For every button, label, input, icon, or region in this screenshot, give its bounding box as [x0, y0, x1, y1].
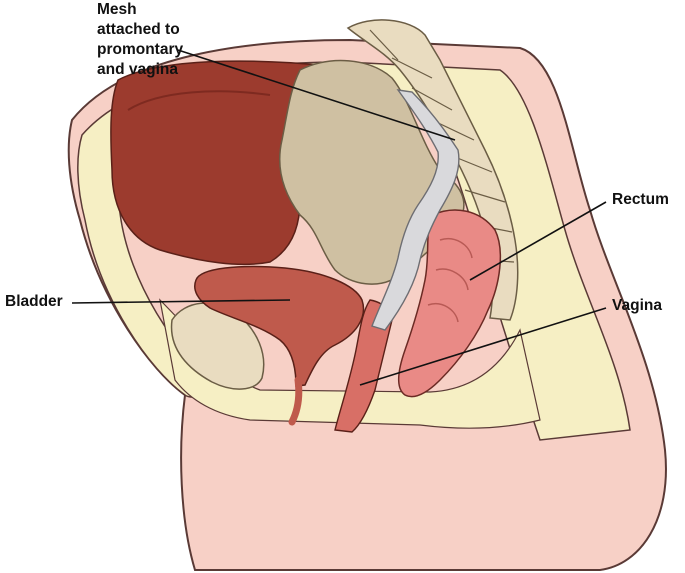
bowel-fold: [127, 90, 271, 111]
sacrum: [346, 19, 519, 321]
mesh: [371, 89, 460, 331]
rectum: [397, 209, 502, 398]
bladder-leader-line: [71, 299, 291, 304]
bladder: [194, 265, 365, 387]
rectum-folds: [427, 238, 473, 323]
mesh-label-line-2: attached to: [97, 21, 180, 38]
bladder-label: Bladder: [5, 293, 63, 310]
rectum-label: Rectum: [612, 191, 669, 208]
mesh-label-line-3: promontary: [97, 41, 184, 58]
mesh-label: Mesh attached to promontary and vagina: [97, 0, 183, 80]
mesh-leader-line: [177, 49, 456, 141]
vagina-label: Vagina: [612, 297, 662, 314]
mesh-label-line-1: Mesh: [97, 1, 137, 18]
rectum-leader-line: [469, 201, 607, 281]
vagina-leader-line: [359, 307, 607, 386]
urethra: [288, 376, 303, 426]
mesh-label-line-4: and vagina: [97, 61, 178, 78]
